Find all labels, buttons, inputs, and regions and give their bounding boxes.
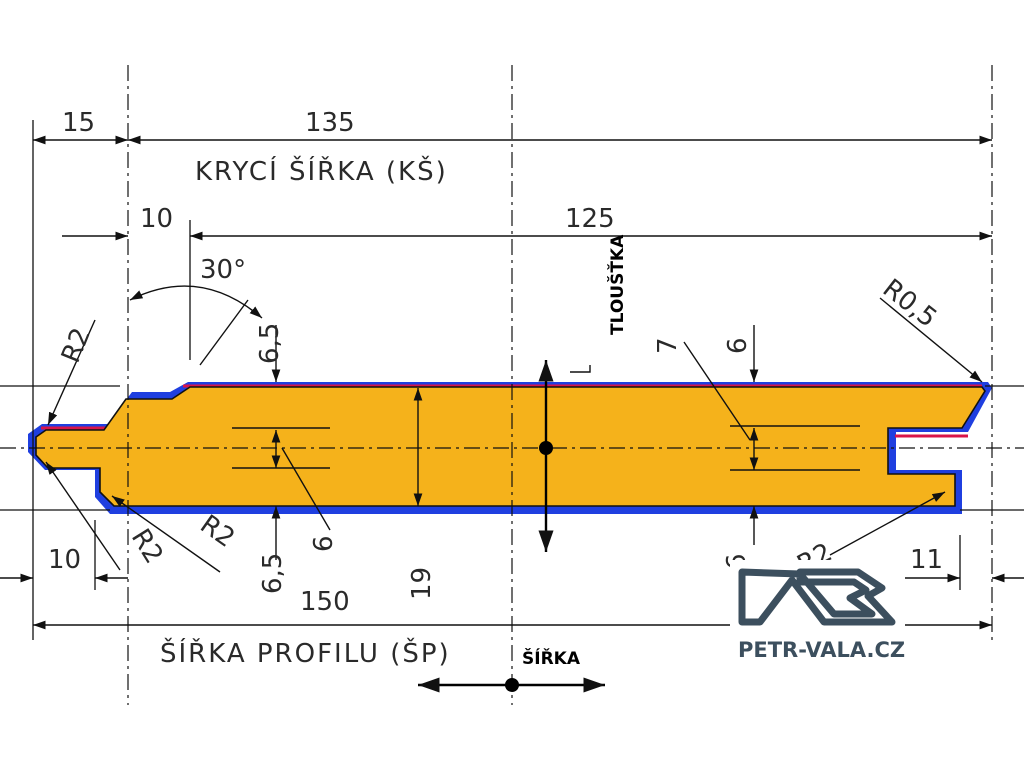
- angle-arc: [129, 285, 263, 319]
- label-thickness: TLOUŠŤKA: [606, 234, 628, 335]
- dim-10-bottom: 10: [48, 545, 81, 575]
- tick-lines-left: [232, 427, 330, 469]
- dim-19: 19: [407, 567, 437, 600]
- dim-7: 7: [653, 337, 683, 354]
- dim-angle: 30°: [200, 255, 246, 285]
- dim-6-left: 6: [309, 535, 339, 552]
- leader-r2-mid: [111, 495, 221, 573]
- label-width: ŠÍŘKA: [522, 647, 581, 669]
- leader-r2-right: [829, 491, 946, 556]
- leader-7: [683, 341, 751, 441]
- board-body: [35, 386, 986, 507]
- label-cover-width: KRYCÍ ŠÍŘKA (KŠ): [195, 155, 448, 187]
- thickness-center-point: [539, 441, 553, 455]
- dim-150: 150: [300, 587, 350, 617]
- leader-r2-left: [45, 461, 121, 571]
- dim-6-5-bottom: 6,5: [258, 553, 288, 594]
- dim-6-right: 6: [723, 337, 753, 354]
- label-profile-width: ŠÍŘKA PROFILU (ŠP): [160, 637, 451, 669]
- logo-text: PETR-VALA.CZ: [738, 638, 905, 662]
- angle-leg: [199, 299, 249, 366]
- dim-11: 11: [910, 545, 943, 575]
- width-center-point: [505, 678, 519, 692]
- leader-6-left: [281, 447, 331, 531]
- leader-r05: [879, 297, 983, 383]
- dim-r05: R0,5: [877, 274, 942, 334]
- logo-mark: [738, 568, 896, 626]
- board-outline-red: [41, 384, 982, 438]
- dim-135: 135: [305, 108, 355, 138]
- dim-6-5-top: 6,5: [255, 323, 285, 364]
- dim-r2-mid: R2: [194, 509, 240, 553]
- thickness-label-bracket: [570, 365, 591, 373]
- dim-10-top: 10: [140, 204, 173, 234]
- logo: PETR-VALA.CZ: [730, 560, 905, 680]
- dim-15: 15: [62, 108, 95, 138]
- tick-lines-right: [730, 425, 860, 471]
- dim-125: 125: [565, 204, 615, 234]
- leader-r2-top: [47, 319, 96, 426]
